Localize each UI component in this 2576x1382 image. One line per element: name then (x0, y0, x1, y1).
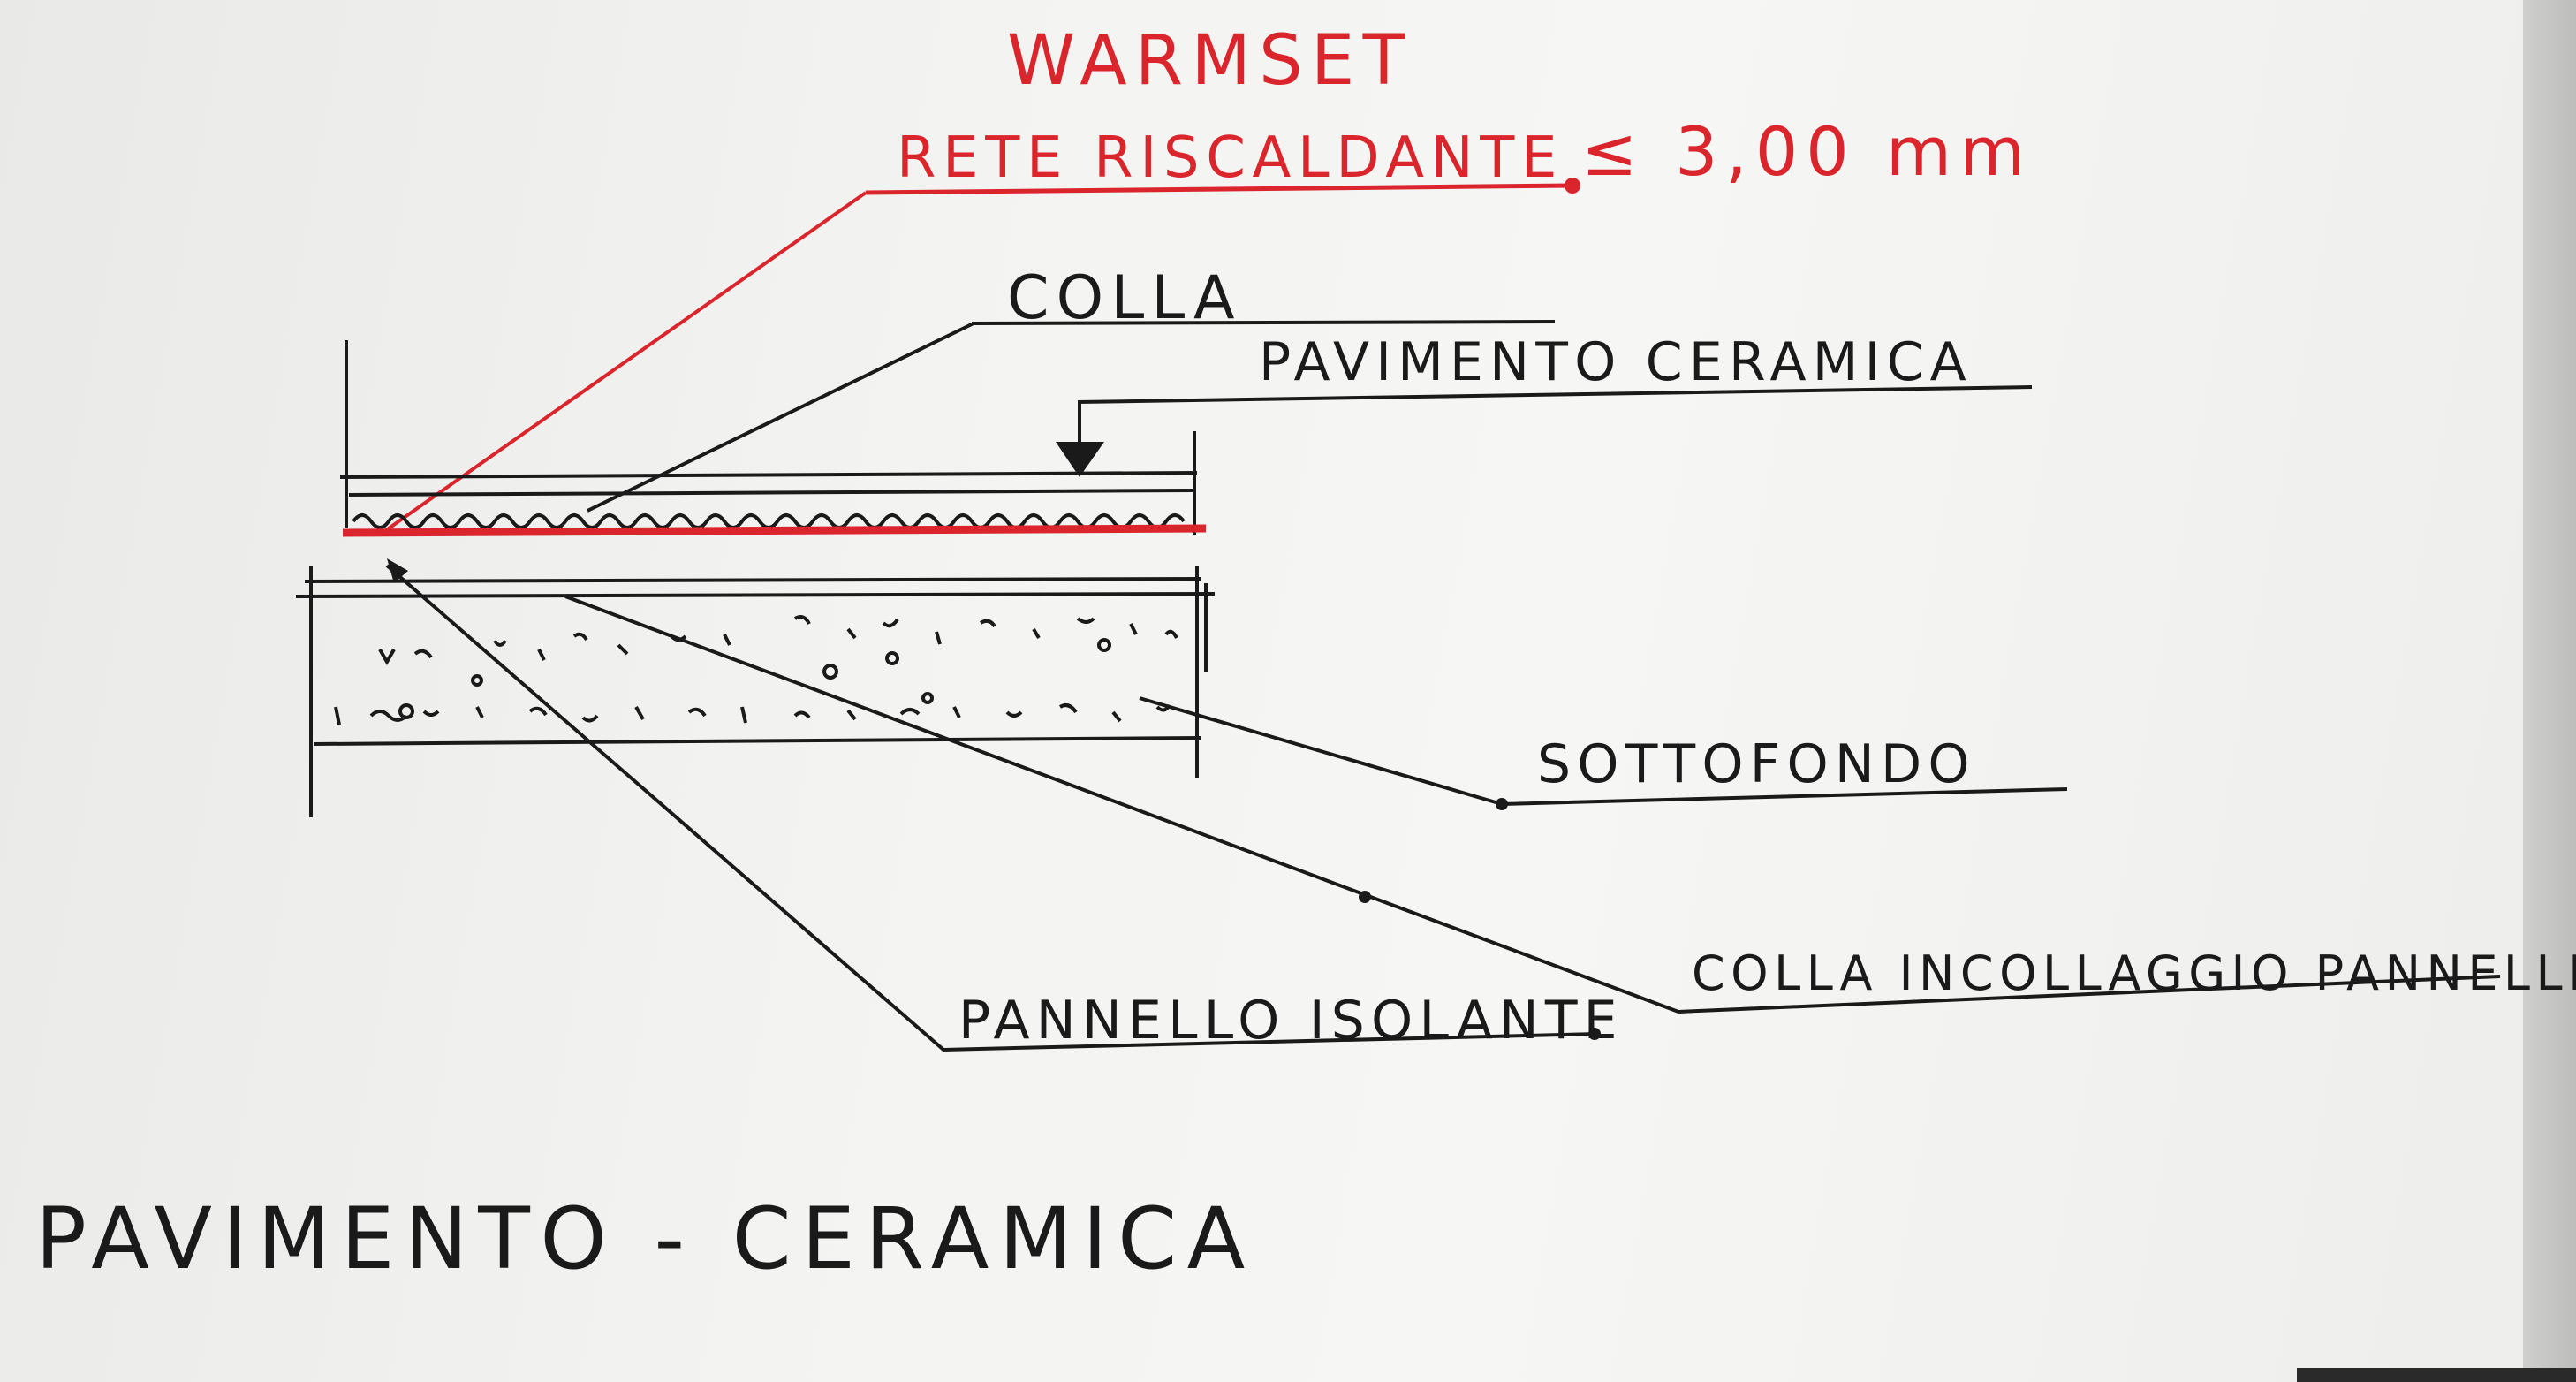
ceramic-floor-underline (1077, 385, 2033, 404)
table-edge (2297, 1368, 2576, 1382)
heating-net-underline (865, 183, 1575, 195)
screed-leader (1139, 696, 1503, 806)
panel-glue-dot (1359, 891, 1371, 903)
paper-edge (2523, 0, 2576, 1382)
brand-title: WARMSET (1007, 21, 1413, 101)
thickness-value: ≤ 3,00 mm (1581, 112, 2033, 191)
heating-net-label: RETE RISCALDANTE (897, 125, 1564, 191)
section-drawing (295, 340, 1216, 817)
ceramic-floor-label: PAVIMENTO CERAMICA (1259, 331, 1973, 393)
panel-glue-leader (564, 595, 1679, 1014)
heating-net-line (342, 524, 1207, 537)
heating-net-dot (1565, 178, 1580, 194)
glue-leader (587, 322, 974, 513)
panel-glue-underline (1678, 975, 2501, 1014)
drawing-caption: PAVIMENTO - CERAMICA (35, 1189, 1255, 1288)
screed-underline (1501, 787, 2068, 806)
heating-net-leader (378, 191, 868, 536)
insulating-panel-leader (385, 564, 945, 1052)
level-arrow-icon (1056, 442, 1104, 477)
screed-dot (1496, 798, 1508, 810)
insulating-panel-arrow-icon (387, 558, 408, 583)
glue-underline (971, 320, 1556, 325)
insulating-panel-dot (1588, 1028, 1601, 1040)
screed-label: SOTTOFONDO (1537, 733, 1976, 795)
insulating-panel-underline (943, 1032, 1600, 1052)
